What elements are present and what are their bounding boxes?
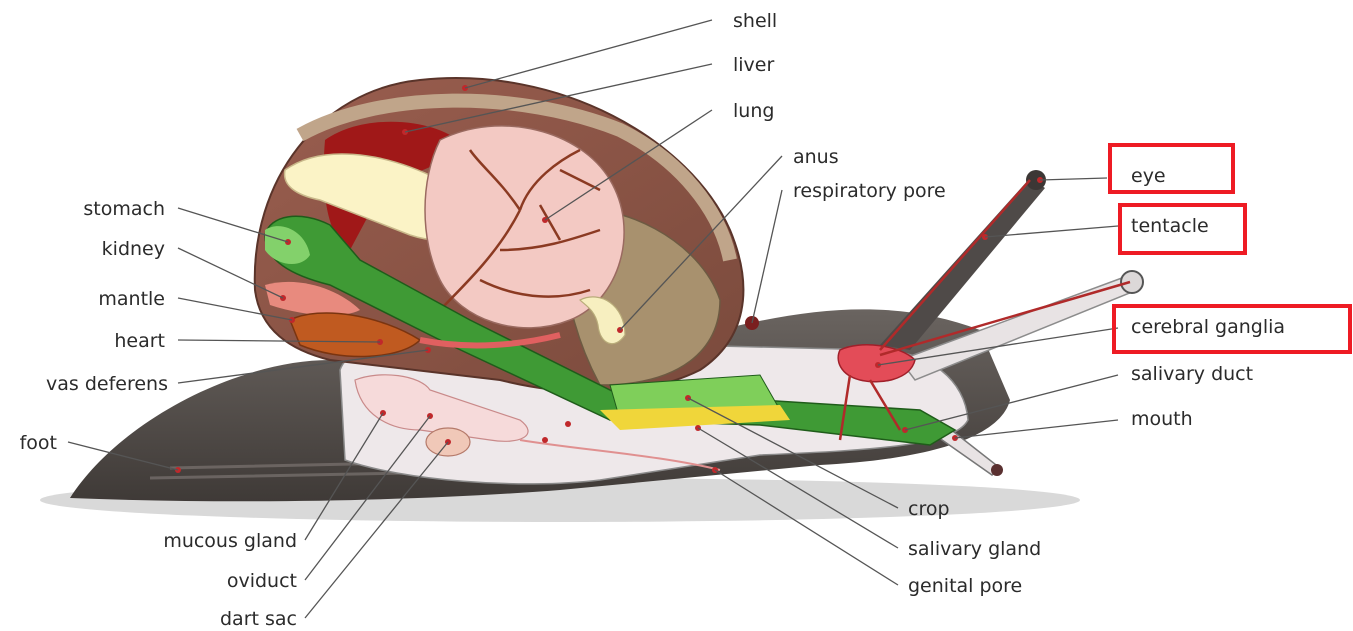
label-oviduct: oviduct	[227, 570, 297, 592]
label-crop: crop	[908, 498, 950, 520]
highlight-box-eye	[1110, 145, 1233, 192]
label-mantle: mantle	[98, 288, 165, 310]
label-eye: eye	[1131, 165, 1166, 187]
label-tentacle: tentacle	[1131, 215, 1209, 237]
label-stomach: stomach	[83, 198, 165, 220]
small-tentacle-tip	[991, 464, 1003, 476]
label-vas-deferens: vas deferens	[46, 373, 168, 395]
label-anus: anus	[793, 146, 839, 168]
label-dart-sac: dart sac	[220, 608, 297, 630]
label-genital-pore: genital pore	[908, 575, 1022, 597]
label-kidney: kidney	[102, 238, 165, 260]
label-mouth: mouth	[1131, 408, 1193, 430]
label-salivary-duct: salivary duct	[1131, 363, 1253, 385]
label-liver: liver	[733, 54, 774, 76]
label-heart: heart	[114, 330, 165, 352]
label-cerebral-ganglia: cerebral ganglia	[1131, 316, 1285, 338]
label-lung: lung	[733, 100, 774, 122]
label-shell: shell	[733, 10, 777, 32]
label-foot: foot	[20, 432, 57, 454]
label-respiratory-pore: respiratory pore	[793, 180, 946, 202]
lower-tentacle-tip	[1121, 271, 1143, 293]
label-mucous-gland: mucous gland	[163, 530, 297, 552]
label-salivary-gland: salivary gland	[908, 538, 1041, 560]
